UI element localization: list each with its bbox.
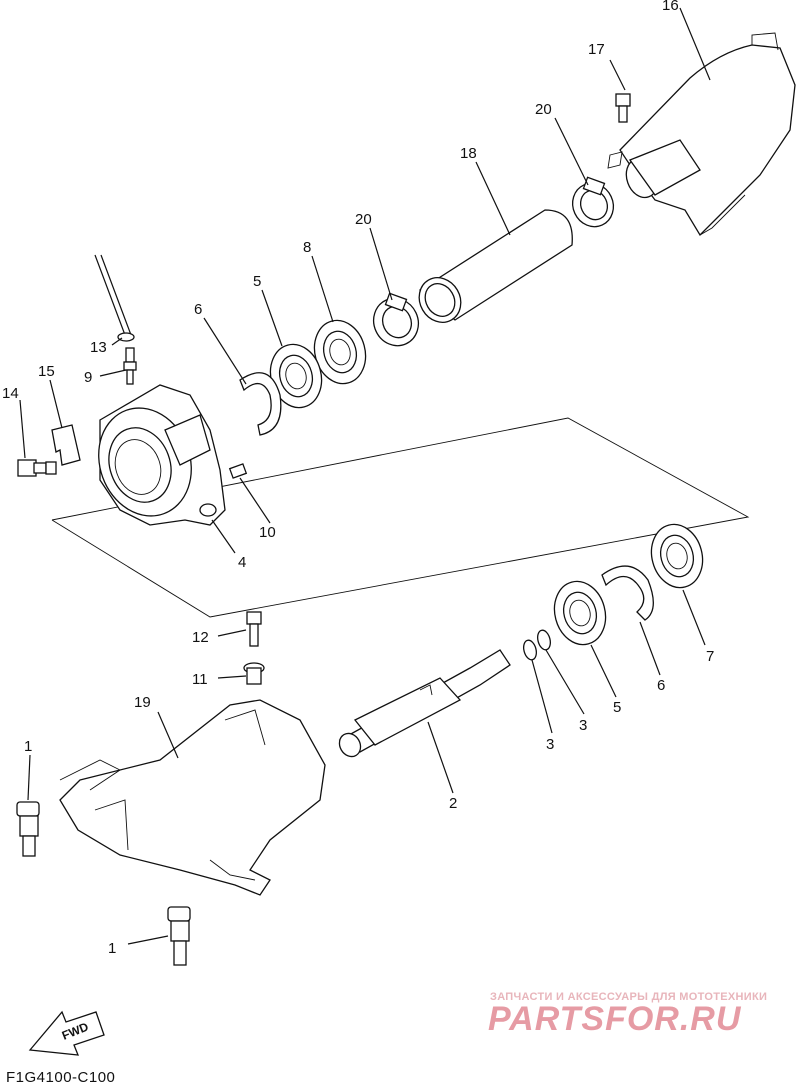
- part-9-nipple: [123, 347, 137, 385]
- part-5-bearing-lower: [553, 580, 607, 646]
- callout-12: 12: [192, 629, 209, 646]
- leader-lines: [19, 7, 711, 945]
- callout-13: 13: [90, 339, 107, 356]
- callout-20-upper: 20: [535, 101, 552, 118]
- part-8-bearing: [313, 319, 367, 385]
- part-12-bolt: [246, 611, 262, 647]
- assembly-outline: [51, 417, 750, 618]
- callout-3-right: 3: [579, 717, 587, 734]
- watermark-logo: PARTSFOR.RU: [488, 1000, 742, 1038]
- part-7-bearing: [650, 523, 704, 589]
- callout-20-lower: 20: [355, 211, 372, 228]
- callout-18: 17: [588, 41, 605, 58]
- callout-4: 4: [238, 554, 246, 571]
- part-1-mount-upper: [16, 801, 40, 857]
- watermark-tagline: ЗАПЧАСТИ И АКСЕССУАРЫ ДЛЯ МОТОТЕХНИКИ: [490, 991, 768, 1003]
- part-13-clip: [117, 332, 135, 342]
- callout-3-left: 3: [546, 736, 554, 753]
- part-16-plate: [51, 424, 81, 466]
- part-14-bracket: [59, 699, 326, 896]
- part-3-o-rings: [523, 629, 551, 661]
- part-17-pump-cover: [607, 32, 796, 237]
- callout-1-lower: 1: [108, 940, 116, 957]
- callout-1-upper: 1: [24, 738, 32, 755]
- part-15-bolt: [17, 459, 57, 477]
- callout-5-upper: 5: [253, 273, 261, 290]
- part-2-shaft: [338, 649, 511, 758]
- part-10-pin: [228, 463, 248, 479]
- part-20-clamp-upper: [571, 176, 615, 228]
- callout-2: 2: [449, 795, 457, 812]
- callout-6-upper: 6: [194, 301, 202, 318]
- callout-labels: 16 17 20 18 20 8 5 6 13 9 15 14 10 4 7 6…: [2, 0, 714, 957]
- callout-14: 19: [134, 694, 151, 711]
- part-6-circlip-upper: [239, 372, 282, 436]
- callout-10: 10: [259, 524, 276, 541]
- callout-19: 18: [460, 145, 477, 162]
- part-20-clamp-lower: [372, 292, 420, 347]
- callout-8: 8: [303, 239, 311, 256]
- callout-5-lower: 5: [613, 699, 621, 716]
- callout-6-lower: 6: [657, 677, 665, 694]
- callout-15: 14: [2, 385, 19, 402]
- callout-17: 16: [662, 0, 679, 14]
- part-4-housing: [94, 254, 226, 526]
- fwd-arrow-icon: FWD: [28, 1010, 105, 1056]
- part-1-mount-lower: [167, 906, 191, 966]
- callout-7: 7: [706, 648, 714, 665]
- part-18-bolt: [615, 93, 631, 123]
- callout-16: 15: [38, 363, 55, 380]
- part-5-bearing-upper: [269, 343, 323, 409]
- callout-11: 11: [192, 671, 208, 688]
- callout-9: 9: [84, 369, 92, 386]
- part-19-sleeve: [418, 209, 573, 323]
- part-11-collar: [243, 662, 265, 685]
- part-6-circlip-lower: [601, 565, 654, 621]
- diagram-code: F1G4100-C100: [6, 1069, 116, 1086]
